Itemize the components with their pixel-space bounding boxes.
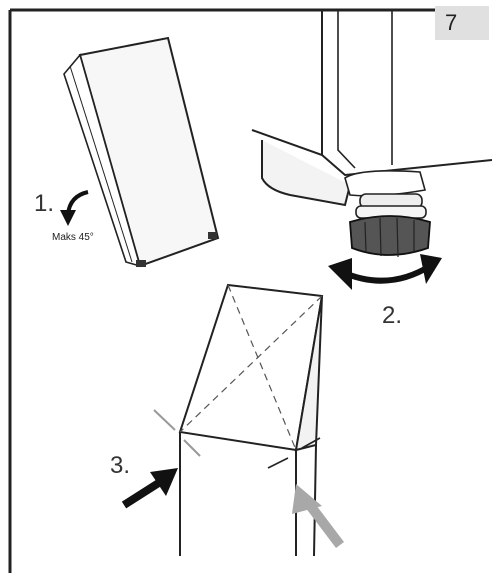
step-3-label: 3. (110, 452, 131, 479)
tilted-appliance (63, 36, 220, 268)
max-angle-note: Maks 45° (52, 232, 94, 243)
step-1-label: 1. (34, 190, 55, 217)
tilt-arrow-head (60, 210, 76, 226)
gap-indicators (153, 409, 321, 469)
push-arrow-icon (121, 468, 178, 509)
rotate-arrows-icon (328, 254, 442, 290)
adjustable-foot (349, 193, 431, 258)
push-arrow-gray-icon (292, 484, 344, 549)
wedge-box (178, 283, 324, 557)
page-number-badge: 7 (435, 6, 489, 40)
step-2-label: 2. (382, 302, 403, 329)
